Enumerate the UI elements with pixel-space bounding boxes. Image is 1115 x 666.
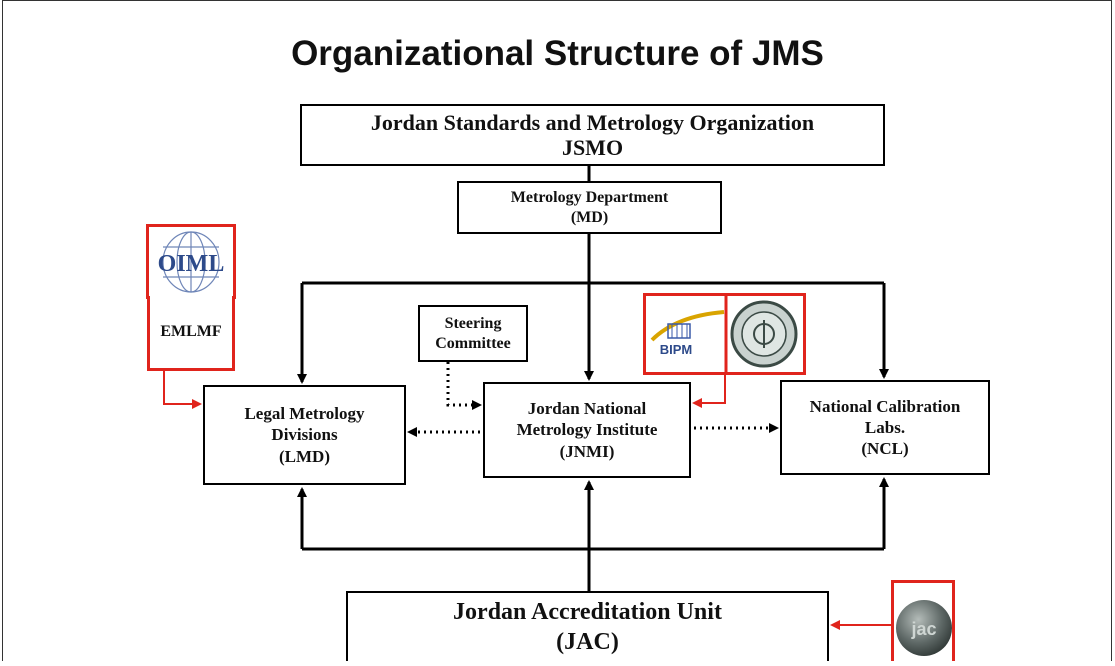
jnmi-line1: Jordan National xyxy=(527,399,647,419)
lmd-line1: Legal Metrology xyxy=(244,404,365,424)
jordan-accreditation-unit-box: Jordan Accreditation Unit (JAC) xyxy=(346,591,829,661)
oiml-logo-icon: OIML xyxy=(158,231,225,293)
steering-line2: Committee xyxy=(435,334,511,352)
jnmi-line2: Metrology Institute xyxy=(516,420,658,440)
jac-logo-text: jac xyxy=(910,619,936,639)
emlmf-to-lmd-red xyxy=(163,371,202,409)
steering-to-jnmi-dotted xyxy=(446,362,482,410)
jsmo-name: Jordan Standards and Metrology Organizat… xyxy=(370,109,815,135)
steering-line1: Steering xyxy=(444,314,502,332)
jnmi-box: Jordan National Metrology Institute (JNM… xyxy=(483,382,691,478)
metrology-department-box: Metrology Department (MD) xyxy=(457,181,722,234)
ncl-line1: National Calibration xyxy=(809,396,961,416)
jsmo-acronym: JSMO xyxy=(561,135,624,160)
bipm-logo-frame: BIPM xyxy=(643,293,806,375)
jac-logo-icon: jac xyxy=(896,600,952,656)
emlmf-label: EMLMF xyxy=(160,323,222,340)
oiml-logo-text: OIML xyxy=(158,251,225,277)
md-acronym: (MD) xyxy=(570,208,609,226)
ncl-acronym: (NCL) xyxy=(861,439,909,459)
national-calibration-labs-box: National Calibration Labs. (NCL) xyxy=(780,380,990,475)
bipm-to-jnmi-red xyxy=(692,375,726,408)
lmd-acronym: (LMD) xyxy=(279,446,330,466)
jac-name: Jordan Accreditation Unit xyxy=(453,599,722,625)
bipm-logo-icon: BIPM xyxy=(650,296,798,372)
legal-metrology-divisions-box: Legal Metrology Divisions (LMD) xyxy=(203,385,406,485)
jac-logo-frame: jac xyxy=(891,580,955,661)
jac-acronym: (JAC) xyxy=(556,629,619,655)
md-name: Metrology Department xyxy=(510,188,669,206)
emlmf-frame: EMLMF xyxy=(147,296,235,371)
jnmi-acronym: (JNMI) xyxy=(559,441,615,461)
lmd-line2: Divisions xyxy=(271,425,338,445)
jsmo-box: Jordan Standards and Metrology Organizat… xyxy=(300,104,885,166)
ncl-line2: Labs. xyxy=(864,417,906,437)
oiml-logo-frame: OIML xyxy=(146,224,236,299)
steering-committee-box: Steering Committee xyxy=(418,305,528,362)
bipm-logo-text: BIPM xyxy=(660,342,693,357)
page-title: Organizational Structure of JMS xyxy=(291,34,824,73)
